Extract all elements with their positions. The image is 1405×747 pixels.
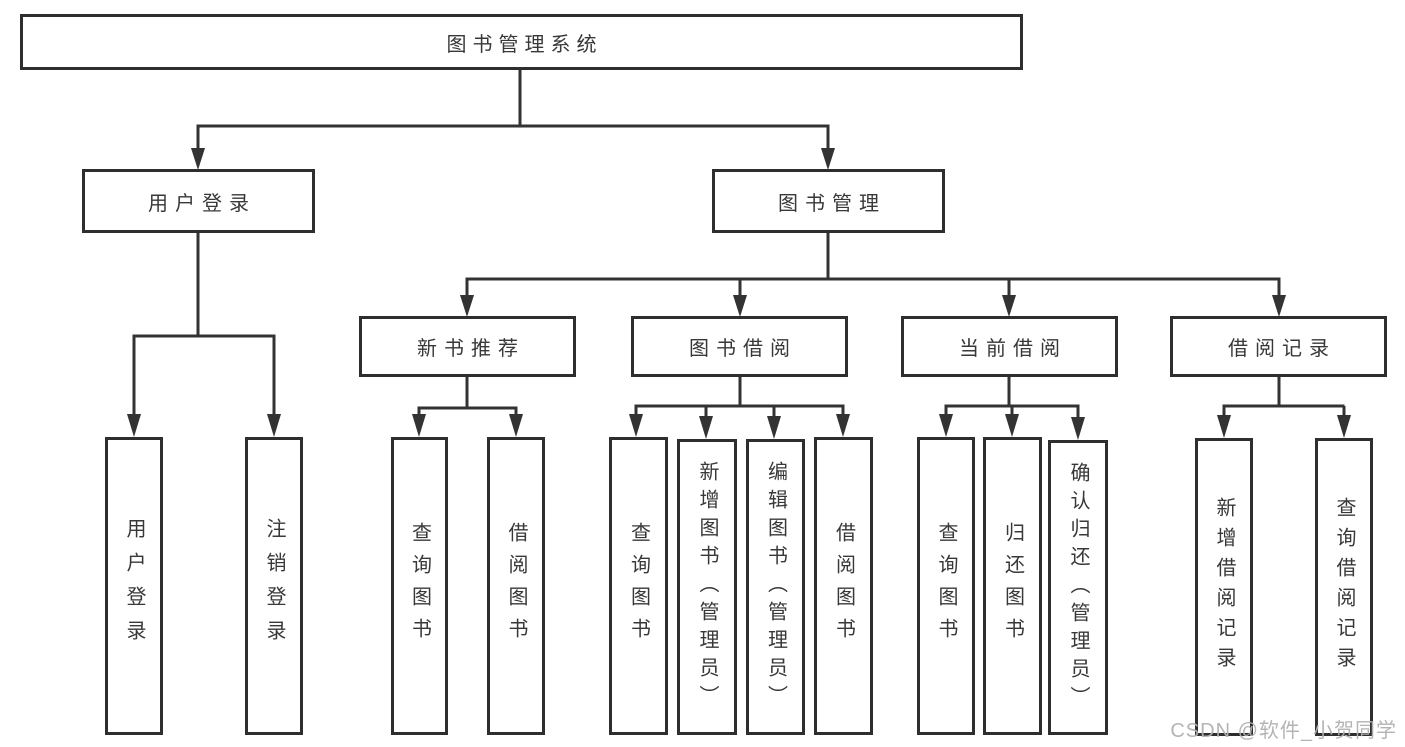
leaf-return-books: 归还图书 [983, 437, 1042, 735]
node-borrow-records: 借阅记录 [1170, 316, 1387, 377]
leaf-edit-books-admin: 编辑图书（管理员） [746, 439, 805, 735]
leaf-confirm-return-admin: 确认归还（管理员） [1048, 440, 1108, 735]
leaf-user-login: 用户登录 [105, 437, 163, 735]
node-book-management: 图书管理 [712, 169, 945, 233]
leaf-borrow-books: 借阅图书 [814, 437, 873, 735]
node-root: 图书管理系统 [20, 14, 1023, 70]
arrowheads [127, 148, 1351, 440]
leaf-query-books-borrow: 查询图书 [609, 437, 668, 735]
leaf-add-borrow-record: 新增借阅记录 [1195, 438, 1253, 736]
leaf-query-books-current: 查询图书 [917, 437, 975, 735]
node-new-book-recommend: 新书推荐 [359, 316, 576, 377]
leaf-query-borrow-record: 查询借阅记录 [1315, 438, 1373, 736]
leaf-logout: 注销登录 [245, 437, 303, 735]
watermark: CSDN @软件_小贺同学 [1170, 720, 1397, 742]
leaf-query-books-recommend: 查询图书 [391, 437, 448, 735]
leaf-add-books-admin: 新增图书（管理员） [677, 439, 737, 735]
node-current-borrow: 当前借阅 [901, 316, 1118, 377]
leaf-borrow-books-recommend: 借阅图书 [487, 437, 545, 735]
node-user-login: 用户登录 [82, 169, 315, 233]
node-book-borrow: 图书借阅 [631, 316, 848, 377]
